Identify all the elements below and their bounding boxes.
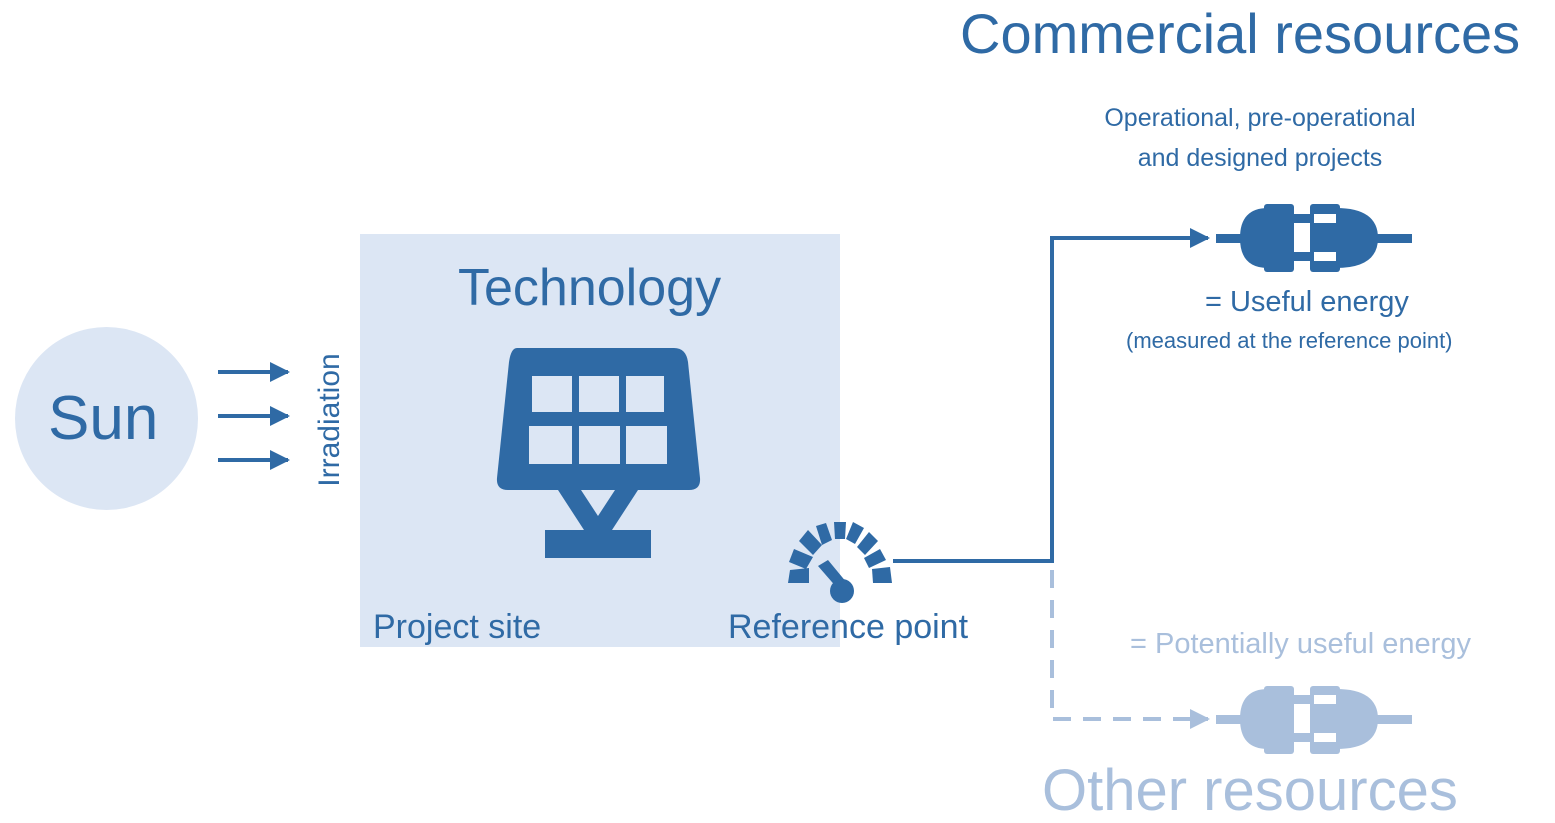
other-resources-title: Other resources xyxy=(1042,758,1458,823)
subtitle-line-2: and designed projects xyxy=(1137,144,1383,172)
commercial-resources-title: Commercial resources xyxy=(960,2,1521,65)
gauge-icon xyxy=(788,522,892,603)
plug-icon xyxy=(1216,204,1412,272)
useful-energy-note: (measured at the reference point) xyxy=(1126,328,1453,353)
other-connector-line xyxy=(1050,570,1210,729)
commercial-resources-subtitle: Operational, pre-operational and designe… xyxy=(1060,98,1460,178)
project-site-label: Project site xyxy=(373,608,542,646)
subtitle-line-1: Operational, pre-operational xyxy=(1104,104,1416,132)
commercial-connector-line xyxy=(893,228,1210,563)
sun-label: Sun xyxy=(48,384,159,453)
technology-title: Technology xyxy=(458,259,722,317)
solar-panel-icon xyxy=(496,348,701,558)
useful-energy-label: = Useful energy xyxy=(1205,286,1409,318)
potentially-useful-energy-label: = Potentially useful energy xyxy=(1130,628,1471,660)
reference-point-label: Reference point xyxy=(728,608,969,646)
plug-icon xyxy=(1216,686,1412,754)
irradiation-arrows xyxy=(218,362,290,470)
sun-circle xyxy=(15,327,198,510)
